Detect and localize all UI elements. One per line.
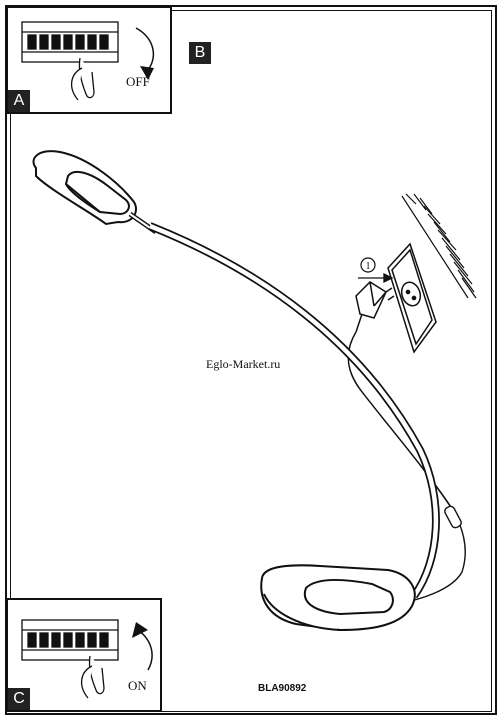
model-code: BLA90892 [258,683,307,694]
inner-frame [10,10,492,712]
breaker-panel-icon [21,619,153,699]
plug-adapter-icon [355,281,395,333]
page-frame [5,5,497,715]
wall-hatching-icon [401,193,477,299]
panel-a-breaker-off: A OFF [6,6,172,114]
panel-c-badge: C [8,688,30,710]
step-marker-circle [360,257,376,273]
panel-c-breaker-on: C ON [6,598,162,712]
on-label: ON [128,678,147,693]
watermark-text: Eglo-Market.ru [206,357,281,371]
inline-switch-icon [444,505,462,529]
rotate-up-arrow-icon [137,629,153,671]
rotate-down-arrow-icon [135,27,155,71]
wall-socket-icon [387,242,437,354]
panel-b-badge: B [189,42,211,64]
lamp-head-icon [32,150,137,226]
step-marker: 1 [366,261,371,272]
off-label: OFF [126,74,150,89]
lamp-base-icon [260,564,416,632]
panel-a-badge: A [8,90,30,112]
power-cable [347,331,466,605]
breaker-panel-icon [21,21,155,101]
insert-arrow-icon [358,272,394,284]
